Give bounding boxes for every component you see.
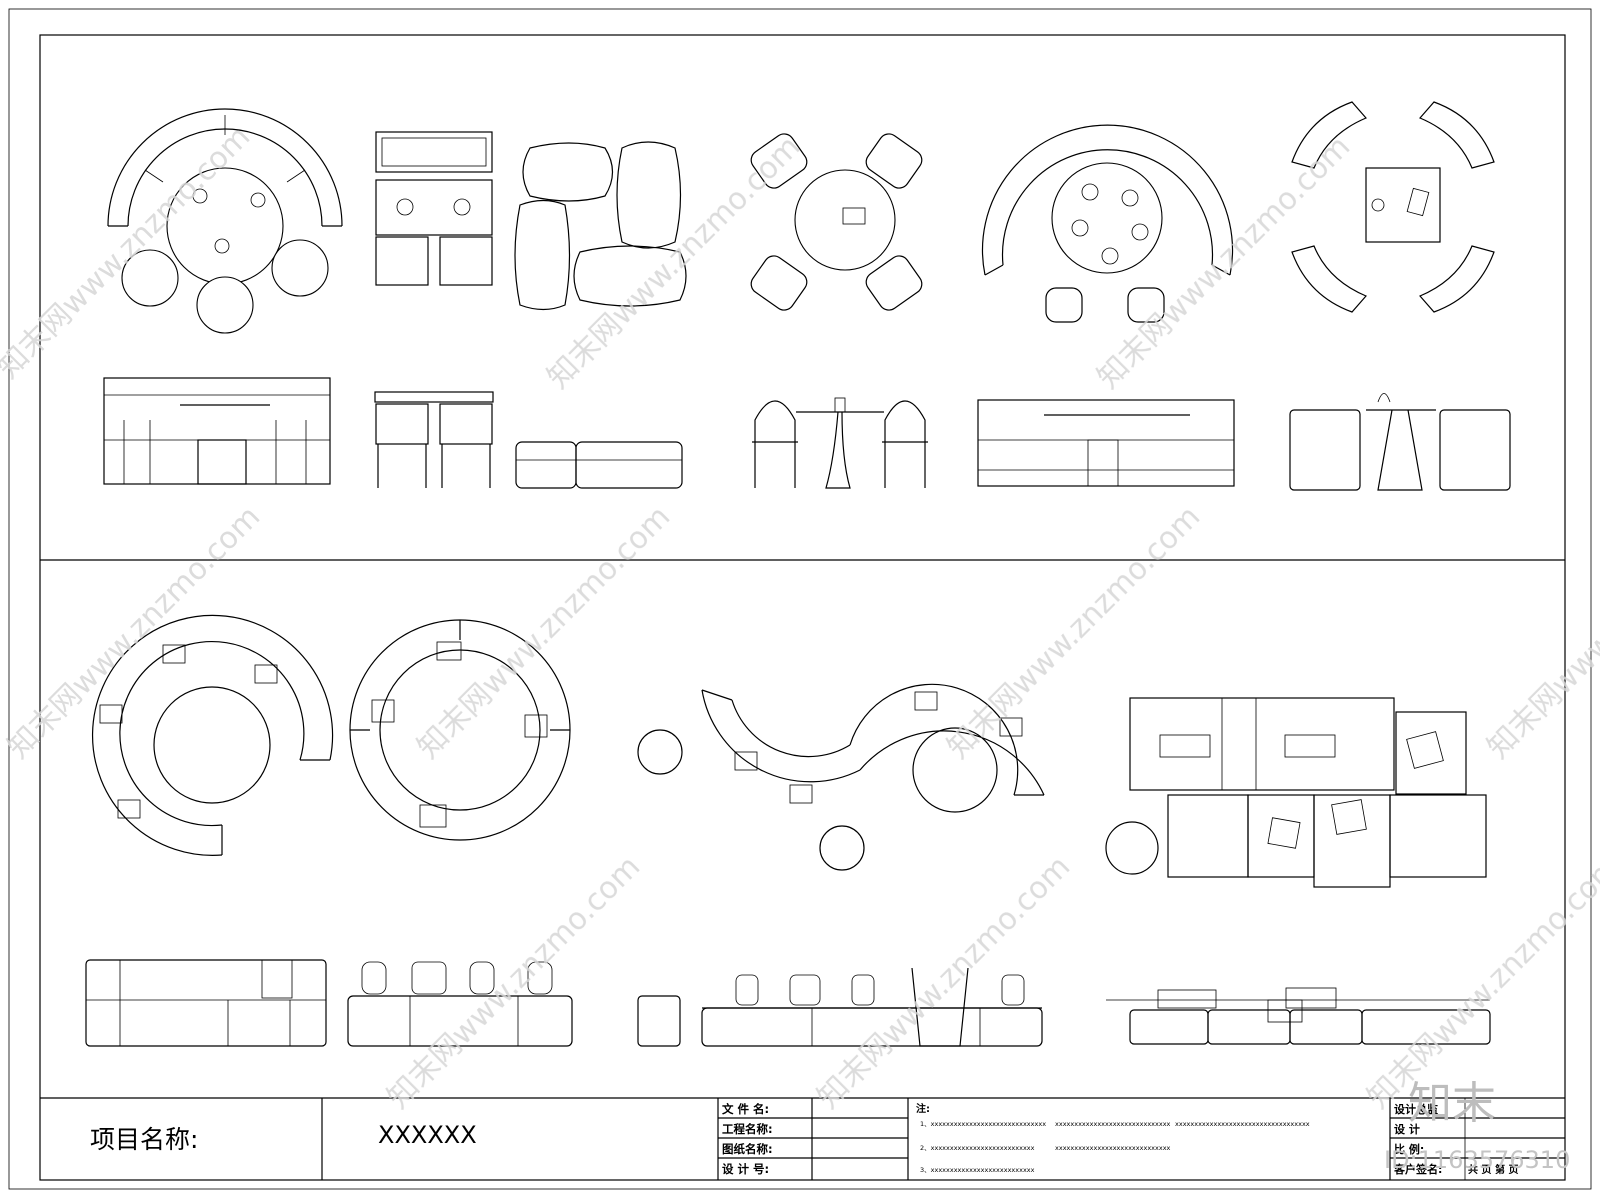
- note-1b: xxxxxxxxxxxxxxxxxxxxxxxxxxxxxx: [1055, 1120, 1171, 1128]
- drawing-name-label: 图纸名称:: [722, 1142, 773, 1156]
- project-name-value: XXXXXX: [378, 1121, 477, 1149]
- elev-spiral-sofa: [85, 959, 327, 1047]
- elev-booth-banquette: [103, 377, 331, 485]
- elev-modular-sofa-group: [1106, 987, 1491, 1045]
- watermark-text: 知末网www.znzmo.com: [381, 849, 647, 1115]
- elev-two-chairs-bar: [374, 391, 494, 488]
- watermark-text: 知末网www.znzmo.com: [1361, 849, 1600, 1115]
- page-count-label: 共 页 第 页: [1468, 1163, 1518, 1176]
- watermark-logo: 知末: [1408, 1078, 1496, 1129]
- designer-label: 设 计: [1394, 1122, 1420, 1136]
- watermark-text: 知末网www.znzmo.com: [941, 499, 1207, 765]
- watermark-text: 知末网www.znzmo.com: [411, 499, 677, 765]
- title-block: 项目名称: XXXXXX 文 件 名: 工程名称: 图纸名称: 设 计 号: 注…: [40, 1097, 1565, 1180]
- client-signature-label: 客户签名:: [1393, 1162, 1442, 1176]
- scale-label: 比 例:: [1394, 1142, 1424, 1156]
- elev-banquette-dining: [977, 399, 1235, 487]
- elev-cube-seats-table: [1289, 393, 1511, 491]
- plan-large-round-booth: [981, 124, 1234, 323]
- inner-border: [39, 34, 1566, 1181]
- elev-low-modular-sofa: [515, 441, 683, 489]
- note-1a: 1、xxxxxxxxxxxxxxxxxxxxxxxxxxxxxx: [920, 1120, 1046, 1128]
- notes-label: 注:: [916, 1102, 930, 1115]
- elev-bistro-table-chairs: [752, 397, 928, 489]
- plan-four-pillow-sofa: [514, 141, 687, 311]
- outer-border: [8, 8, 1592, 1190]
- watermark-text: 知末网www.znzmo.com: [1481, 499, 1600, 765]
- plan-round-table-four-chairs: [750, 133, 923, 311]
- note-2b: xxxxxxxxxxxxxxxxxxxxxxxxxxxxxx: [1055, 1144, 1171, 1152]
- design-director-label: 设计总监: [1394, 1102, 1438, 1116]
- design-number-label: 设 计 号:: [722, 1162, 769, 1176]
- plan-semicircle-booth: [107, 108, 343, 334]
- plan-ring-sofa: [349, 619, 571, 841]
- note-2a: 2、xxxxxxxxxxxxxxxxxxxxxxxxxxx: [920, 1144, 1035, 1152]
- elev-ring-sofa: [347, 961, 573, 1047]
- plan-spiral-sofa: [91, 614, 334, 856]
- watermark-text: 知末网www.znzmo.com: [541, 129, 807, 395]
- file-name-label: 文 件 名:: [722, 1102, 769, 1116]
- plan-modular-sofa-group: [1105, 697, 1487, 888]
- note-3: 3、xxxxxxxxxxxxxxxxxxxxxxxxxxx: [920, 1166, 1035, 1174]
- note-1c: xxxxxxxxxxxxxxxxxxxxxxxxxxxxxxxxxxx: [1175, 1120, 1310, 1128]
- elev-s-curve-sofa: [637, 967, 1043, 1047]
- plan-double-table-bench: [375, 131, 493, 286]
- plan-s-curve-sofa: [637, 683, 1045, 871]
- watermark-text: 知末网www.znzmo.com: [1, 499, 267, 765]
- watermark-id: ID:1163576310: [1384, 1146, 1570, 1174]
- watermark-text: 知末网www.znzmo.com: [811, 849, 1077, 1115]
- project-title-label: 工程名称:: [722, 1122, 773, 1136]
- plan-square-table-arc-seats: [1291, 101, 1495, 313]
- project-name-label: 项目名称:: [90, 1125, 198, 1154]
